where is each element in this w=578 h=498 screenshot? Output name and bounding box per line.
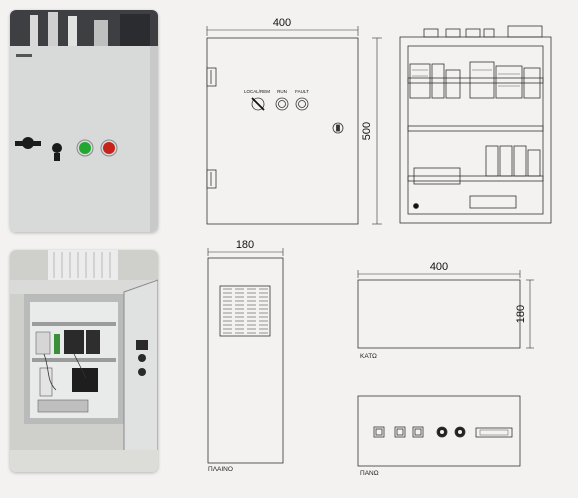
side-view-outline (207, 257, 284, 464)
gland-icon (373, 426, 424, 438)
run-label: RUN (277, 89, 287, 94)
fault-label: FAULT (295, 89, 309, 94)
top-view-caption: ΠΑΝΩ (360, 470, 379, 477)
bottom-view-caption: ΚΑΤΩ (360, 353, 377, 360)
top-view-outline (357, 395, 521, 467)
run-pushbutton-icon (275, 97, 289, 111)
lock-icon (332, 122, 344, 134)
open-cabinet-photo (10, 250, 158, 472)
run-lamp-icon (79, 142, 91, 154)
closed-cabinet-photo (10, 10, 158, 232)
round-gland-icon (436, 426, 466, 438)
key-switch-icon (15, 137, 41, 149)
bottom-depth-label: 180 (515, 305, 527, 323)
local-rem-label: LOCAL/REM (244, 89, 270, 94)
bottom-width-label: 400 (430, 261, 448, 273)
interior-view-outline (399, 36, 552, 224)
fault-pushbutton-icon (295, 97, 309, 111)
vent-grille-icon (219, 285, 271, 337)
side-view-caption: ΠΛΑΙΝΟ (208, 466, 233, 473)
side-width-label: 180 (236, 239, 254, 251)
fault-lamp-icon (103, 142, 115, 154)
bottom-view-outline (357, 279, 521, 349)
hinge-icon (206, 67, 217, 87)
front-width-label: 400 (273, 17, 291, 29)
front-view-outline (206, 37, 359, 225)
front-height-label: 500 (361, 122, 373, 140)
gland-icon (423, 25, 543, 38)
key-switch-icon (251, 97, 265, 111)
selector-knob-icon (52, 143, 62, 161)
hinge-icon (206, 169, 217, 189)
